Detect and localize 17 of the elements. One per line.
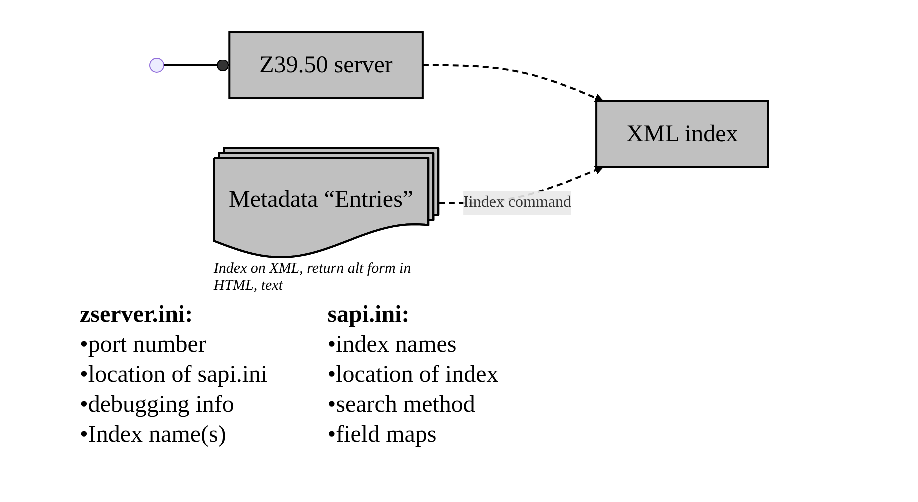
list-item: •Index name(s)	[80, 421, 228, 450]
node-box: XML index	[595, 100, 770, 168]
list-item: •index names	[328, 331, 458, 360]
edge-label: Iindex command	[463, 194, 572, 212]
list-item: •location of index	[328, 361, 499, 390]
list-item: •debugging info	[80, 391, 236, 420]
connector	[164, 59, 230, 72]
file-heading: zserver.ini:	[80, 301, 194, 330]
list-item: •port number	[80, 331, 208, 360]
arrow	[422, 64, 604, 102]
file-heading: sapi.ini:	[328, 301, 411, 330]
list-item: •field maps	[328, 421, 438, 450]
node-caption: Index on XML, return alt form in HTML, text	[214, 261, 412, 296]
node-box: Z39.50 server	[228, 32, 424, 100]
node-circle	[149, 58, 164, 73]
list-item: •location of sapi.ini	[80, 361, 268, 390]
list-item: •search method	[328, 391, 476, 420]
